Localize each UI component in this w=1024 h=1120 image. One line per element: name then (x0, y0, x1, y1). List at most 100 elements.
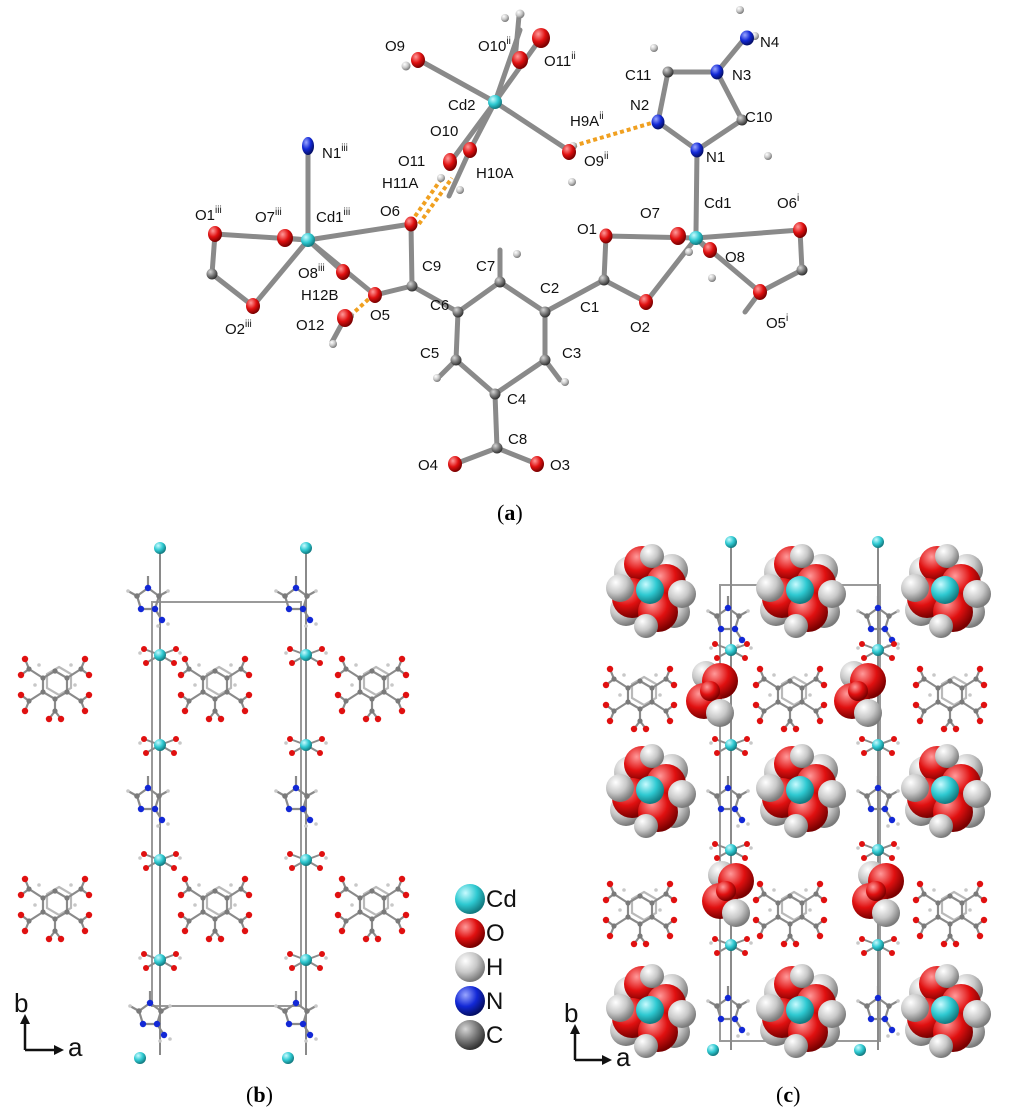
svg-text:Cd: Cd (486, 886, 517, 913)
atom-label: H10A (476, 165, 514, 182)
atom-label: C1 (580, 299, 599, 316)
atom-label: Cd1 (704, 195, 732, 212)
atom-label: C8 (508, 431, 527, 448)
triazole-ligand (273, 774, 319, 829)
atom-label: O9ii (584, 151, 608, 170)
cd-node (708, 833, 754, 867)
panel-c-cd-chains (730, 540, 879, 1050)
atom-label: O2 (630, 319, 650, 336)
atom-label: N4 (760, 34, 779, 51)
cd-node (708, 728, 754, 762)
legend-item-c: C (455, 1020, 503, 1050)
element-color-legend: Cd O H N C (455, 884, 517, 1050)
triazole-ligand (705, 594, 751, 649)
atom-label: O6i (777, 193, 799, 212)
bdc-linker (176, 654, 254, 724)
atom-label: O9 (385, 38, 405, 55)
panel-a-hydrogen-bonds (348, 120, 656, 318)
panel-a-asymmetric-unit: O9 O10ii O11ii Cd2 O10 O11 H11A H10A H9A… (195, 6, 808, 525)
atom-label: Cd2 (448, 97, 476, 114)
bdc-linker (601, 879, 679, 949)
atom-label: N1 (706, 149, 725, 166)
atom-label: O12 (296, 317, 324, 334)
triazole-ligand (705, 774, 751, 829)
water-cluster (901, 744, 991, 838)
cd-node (855, 833, 901, 867)
atom-label: N3 (732, 67, 751, 84)
axis-a-label: a (616, 1042, 631, 1072)
atom-label: O7iii (255, 207, 282, 226)
panel-b-packing-ball-and-stick: b a (b) (14, 542, 411, 1107)
panel-a-atom-labels: O9 O10ii O11ii Cd2 O10 O11 H11A H10A H9A… (195, 34, 799, 474)
water-cluster (756, 744, 846, 838)
bdc-linker (911, 879, 989, 949)
axis-b-label: b (564, 998, 578, 1028)
panel-b-framework (16, 574, 411, 1044)
atom-label: O8 (725, 249, 745, 266)
cd-node (283, 843, 329, 877)
cd-node (283, 943, 329, 977)
atom-label: O10 (430, 123, 458, 140)
water-cluster (756, 964, 846, 1058)
water-cluster (901, 544, 991, 638)
cd-node (708, 633, 754, 667)
svg-text:O: O (486, 920, 505, 947)
atom-label: C11 (625, 67, 651, 84)
atom-label: C3 (562, 345, 581, 362)
bdc-linker (16, 874, 94, 944)
cd-node (283, 638, 329, 672)
atom-label: C2 (540, 280, 559, 297)
legend-item-h: H (455, 952, 503, 982)
panel-b-cd-atoms (134, 542, 312, 1064)
cd-node (137, 638, 183, 672)
water-pair (686, 661, 738, 727)
atom-label: O8iii (298, 263, 325, 282)
bdc-linker (16, 654, 94, 724)
atom-label: H9Aii (570, 111, 604, 130)
cd-node (137, 728, 183, 762)
atom-label: O1iii (195, 205, 222, 224)
atom-label: C4 (507, 391, 526, 408)
atom-label: C6 (430, 297, 449, 314)
bdc-linker (751, 879, 829, 949)
unit-cell-box (151, 601, 302, 1007)
atom-label: Cd1iii (316, 207, 350, 226)
legend-item-o: O (455, 918, 505, 948)
atom-label: N1iii (322, 143, 348, 162)
svg-text:H: H (486, 954, 503, 981)
cd-node (708, 928, 754, 962)
cd-node (855, 728, 901, 762)
legend-item-n: N (455, 986, 503, 1016)
triazole-ligand (127, 989, 173, 1044)
atom-label: C9 (422, 258, 441, 275)
cd-node (855, 928, 901, 962)
cd-node (137, 843, 183, 877)
cd-node (283, 728, 329, 762)
water-pair (852, 861, 904, 927)
svg-text:N: N (486, 988, 503, 1015)
bdc-linker (751, 664, 829, 734)
panel-b-axes: b a (14, 988, 83, 1062)
water-cluster (606, 744, 696, 838)
panel-c-cd-atoms (707, 536, 884, 1056)
atom-label: H11A (382, 175, 418, 192)
water-pair (702, 861, 754, 927)
panel-a-atoms (206, 6, 808, 472)
atom-label: O1 (577, 221, 597, 238)
atom-label: O4 (418, 457, 438, 474)
bdc-linker (911, 664, 989, 734)
bdc-linker (333, 654, 411, 724)
panel-c-packing-space-filling: b a (c) (564, 536, 991, 1107)
triazole-ligand (705, 984, 751, 1039)
atom-label: O5i (766, 313, 788, 332)
atom-label: O3 (550, 457, 570, 474)
panel-b-cd-chains (159, 550, 307, 1055)
atom-label: O11ii (544, 51, 576, 70)
atom-label: O10ii (478, 36, 511, 55)
water-cluster (901, 964, 991, 1058)
triazole-ligand (125, 774, 171, 829)
atom-label: O5 (370, 307, 390, 324)
axis-b-label: b (14, 988, 28, 1018)
